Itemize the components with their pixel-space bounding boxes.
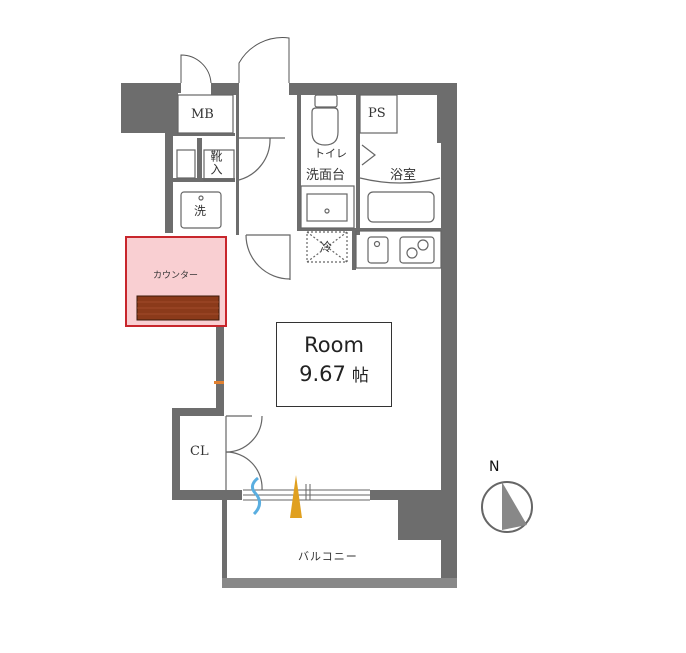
light-icon: [290, 475, 302, 518]
label-bath: 浴室: [390, 168, 417, 183]
entrance-doors: [180, 37, 290, 84]
label-fridge: 冷: [320, 240, 333, 254]
label-shoe-storage: 靴入: [209, 150, 223, 176]
main-room-unit: 帖: [351, 366, 369, 386]
label-washer: 洗: [194, 204, 207, 218]
label-toilet: トイレ: [314, 147, 347, 160]
label-mb: MB: [191, 107, 214, 122]
outlet-mark: [214, 381, 224, 384]
counter-highlight: [125, 236, 227, 327]
main-room-name: Room: [304, 333, 364, 357]
main-room-size: 9.67: [299, 362, 346, 386]
compass-north-label: N: [489, 459, 500, 475]
label-closet: CL: [190, 444, 209, 459]
compass-icon: [481, 481, 533, 533]
label-counter: カウンター: [153, 271, 199, 281]
fixtures: [176, 94, 442, 501]
label-ps: PS: [368, 106, 386, 121]
label-washbasin: 洗面台: [306, 168, 346, 183]
air-conditioner-icon: [251, 476, 261, 516]
label-balcony: バルコニー: [298, 550, 358, 563]
